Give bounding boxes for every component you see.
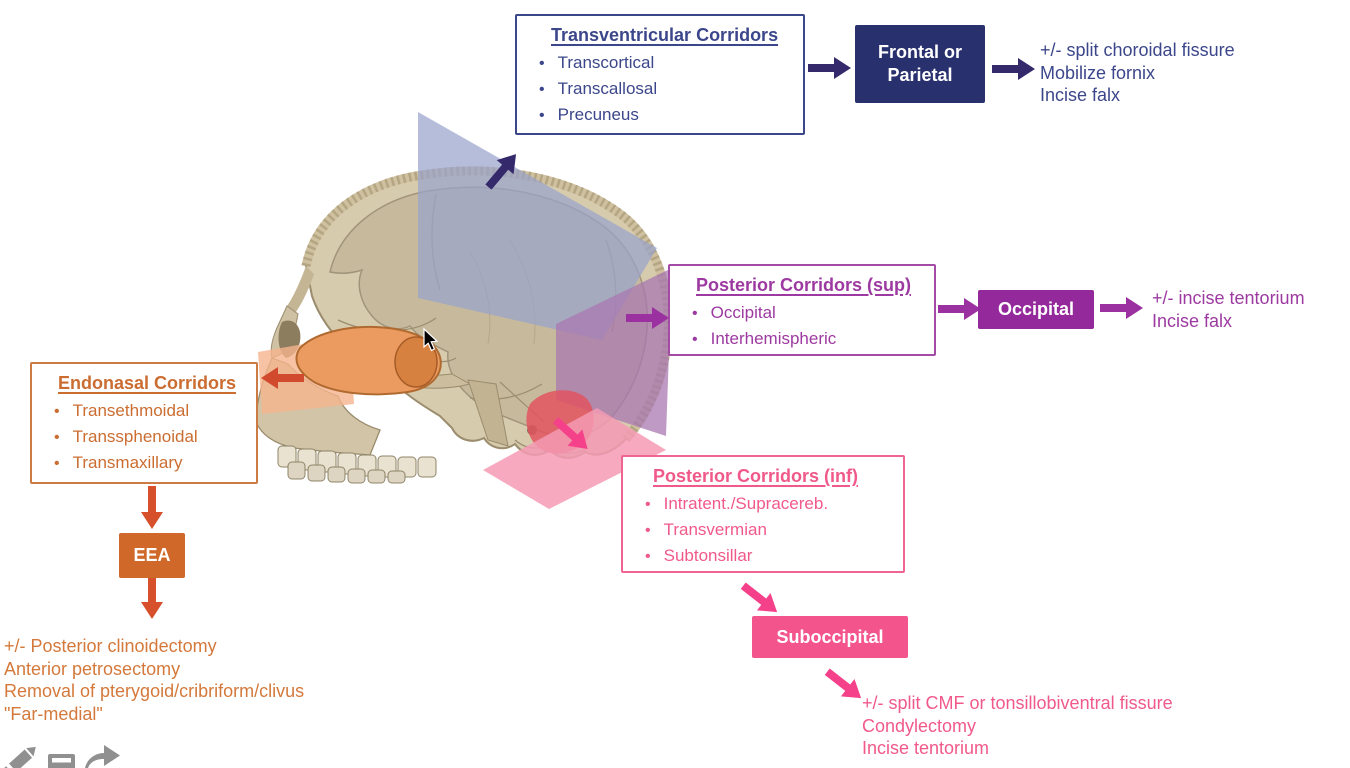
note-line: Incise tentorium [862,738,990,758]
annotation-toolbar [0,743,120,768]
endonasal-title: Endonasal Corridors [58,373,237,393]
corridor-label: Transvermian [663,520,767,539]
note-line: Mobilize fornix [1040,62,1156,83]
bullet-dot: • [692,331,698,348]
skull-to-endonasal-arrow [261,367,304,389]
bullet-dot: • [692,305,698,322]
corridor-label: Transmaxillary [72,453,183,472]
node-label-line: Frontal or [878,42,962,62]
note-card-icon[interactable] [48,754,75,768]
suboccipital-node: Suboccipital [752,616,908,658]
list-item: • Precuneus [539,102,795,128]
bullet-dot: • [54,403,60,420]
eea-to-notes-arrow [141,576,163,619]
list-item: • Occipital [692,300,926,326]
posterior-sup-notes: +/- incise tentorium Incise falx [1152,287,1305,332]
list-item: • Transsphenoidal [54,424,248,450]
endonasal-corridors-box: Endonasal Corridors • Transethmoidal • Tra… [30,362,258,484]
posterior-fossa-highlight [526,390,594,454]
transventricular-title: Transventricular Corridors [551,25,779,45]
skull-to-posterior-inf-arrow [548,412,595,458]
list-item: • Transethmoidal [54,398,248,424]
bullet-dot: • [539,107,545,124]
transventricular-corridors-box: Transventricular Corridors • Transcortica… [515,14,805,135]
note-line: +/- split choroidal fissure [1040,40,1235,60]
eea-node: EEA [119,533,185,578]
list-item: • Transcortical [539,50,795,76]
skull-bone [255,166,673,484]
node-to-notes-arrow-navy [992,58,1035,80]
transventricular-list: • Transcortical • Transcallosal • Precuneus [529,50,795,128]
note-line: "Far-medial" [4,703,103,724]
endonasal-to-eea-arrow [141,486,163,529]
endonasal-list: • Transethmoidal • Transsphenoidal • Transm… [44,398,248,476]
skull-to-transventricular-arrow [480,147,525,195]
list-item: • Transvermian [645,517,895,543]
bullet-dot: • [645,496,651,513]
note-line: +/- Posterior clinoidectomy [4,636,217,656]
corridor-label: Subtonsillar [663,546,753,565]
teeth [277,445,437,484]
corridor-label: Transcortical [557,53,655,72]
note-line: Incise falx [1040,85,1121,105]
bullet-dot: • [54,429,60,446]
corridor-label: Interhemispheric [710,329,837,348]
node-label-line: Parietal [887,65,953,85]
note-line: Anterior petrosectomy [4,658,181,679]
note-line: Incise falx [1152,310,1233,331]
corridor-label: Transethmoidal [72,401,190,420]
bullet-dot: • [645,548,651,565]
note-line: +/- split CMF or tonsillobiventral fissu… [862,693,1173,713]
bullet-dot: • [539,55,545,72]
posterior-sup-list: • Occipital • Interhemispheric [682,300,926,352]
posterior-sup-corridors-box: Posterior Corridors (sup) • Occipital • In… [668,264,936,356]
node-to-notes-arrow-pink [820,663,868,707]
bullet-dot: • [645,522,651,539]
note-line: Condylectomy [862,715,977,736]
transventricular-notes: +/- split choroidal fissure Mobilize for… [1040,39,1235,107]
node-label: Occipital [997,299,1075,319]
list-item: • Transmaxillary [54,450,248,476]
bullet-dot: • [539,81,545,98]
bullet-dot: • [54,455,60,472]
posterior-sup-to-node-arrow [938,298,981,320]
posterior-sup-title: Posterior Corridors (sup) [696,275,912,295]
transventricular-to-node-arrow [808,57,851,79]
list-item: • Transcallosal [539,76,795,102]
forward-arrow-icon[interactable] [85,745,120,768]
skull-to-posterior-sup-arrow [626,307,669,329]
posterior-inf-to-node-arrow [736,577,784,621]
corridor-label: Precuneus [557,105,639,124]
corridor-label: Transsphenoidal [72,427,198,446]
posterior-inf-notes: +/- split CMF or tonsillobiventral fissu… [862,692,1173,760]
sphenoid-highlight [295,326,442,396]
list-item: • Subtonsillar [645,543,895,569]
posterior-sup-plane [556,268,672,436]
posterior-inf-corridors-box: Posterior Corridors (inf) • Intratent./Su… [621,455,905,573]
node-label: Suboccipital [776,626,884,647]
list-item: • Interhemispheric [692,326,926,352]
posterior-inf-list: • Intratent./Supracereb. • Transvermian • S… [635,491,895,569]
list-item: • Intratent./Supracereb. [645,491,895,517]
endonasal-notes: +/- Posterior clinoidectomy Anterior pet… [4,635,304,725]
occipital-node: Occipital [978,290,1094,329]
corridor-label: Intratent./Supracereb. [663,494,829,513]
note-line: +/- incise tentorium [1152,288,1305,308]
corridor-label: Occipital [710,303,776,322]
corridor-label: Transcallosal [557,79,658,98]
node-to-notes-arrow-purple [1100,297,1143,319]
note-line: Removal of pterygoid/cribriform/clivus [4,681,305,701]
pencil-icon[interactable] [0,743,39,768]
mouse-cursor-icon [423,327,439,352]
frontal-parietal-node: Frontal or Parietal [855,25,985,103]
posterior-inf-title: Posterior Corridors (inf) [653,466,859,486]
transventricular-plane [418,112,657,340]
endonasal-plane [258,336,354,414]
node-label: EEA [133,545,171,565]
